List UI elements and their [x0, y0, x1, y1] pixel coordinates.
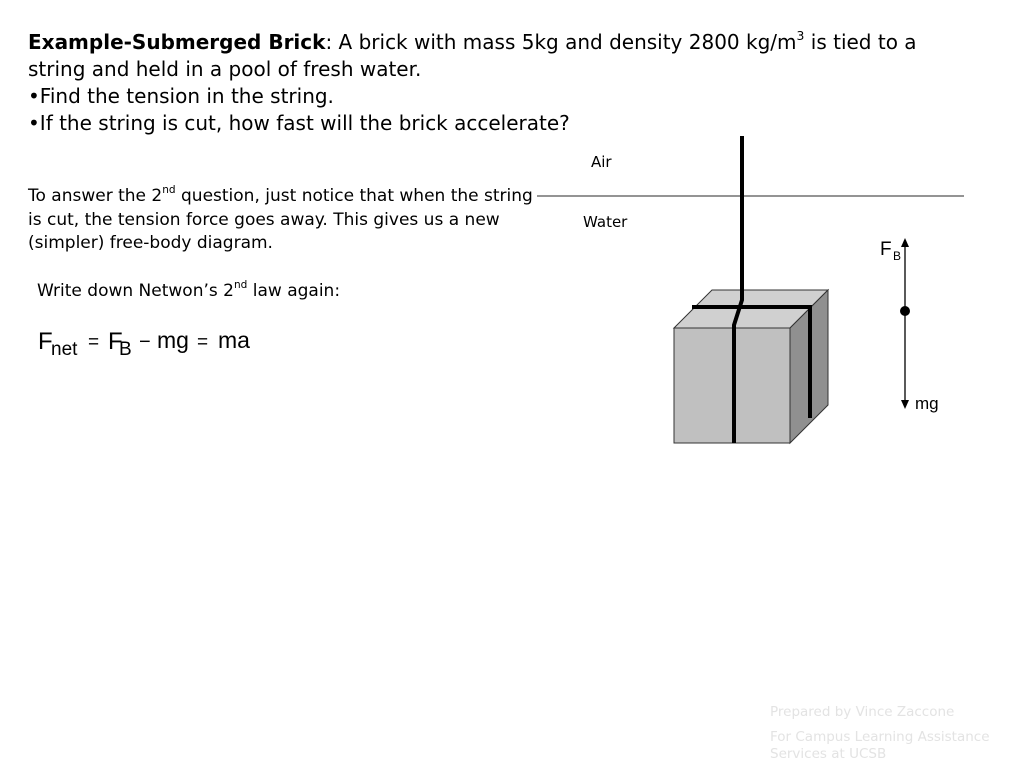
- weight-force-arrowhead: [901, 400, 909, 409]
- brick: [672, 288, 830, 445]
- statement-superscript: 3: [796, 28, 805, 44]
- eq-minus: −: [139, 331, 151, 353]
- problem-title: Example-Submerged Brick: [28, 30, 326, 54]
- explanation-text: To answer the 2nd question, just notice …: [28, 185, 548, 256]
- explanation-pre: To answer the 2: [28, 186, 163, 206]
- instruction-post: law again:: [247, 281, 341, 301]
- eq-mg: mg: [157, 327, 189, 353]
- eq-ma: ma: [218, 327, 250, 353]
- instruction-pre: Write down Netwon’s 2: [37, 281, 234, 301]
- body-point: [900, 306, 910, 316]
- free-body-diagram: F B mg: [880, 238, 939, 413]
- buoyant-force-label: F: [880, 239, 892, 260]
- explanation-post: question, just notice that when the stri…: [28, 186, 533, 253]
- instruction-text: Write down Netwon’s 2nd law again:: [37, 280, 340, 303]
- eq-equals-2: =: [197, 332, 208, 353]
- instruction-superscript: nd: [233, 279, 248, 292]
- footer-organization: For Campus Learning Assistance Services …: [770, 729, 990, 762]
- string: [692, 136, 812, 443]
- footer: Prepared by Vince Zaccone For Campus Lea…: [770, 704, 1020, 771]
- problem-statement: Example-Submerged Brick: A brick with ma…: [28, 29, 978, 83]
- eq-f-b: F: [108, 328, 123, 355]
- bullet-tension: •Find the tension in the string.: [28, 84, 334, 108]
- newton-second-law-equation: F net = F B − mg = ma: [38, 327, 250, 360]
- explanation-superscript: nd: [162, 184, 176, 197]
- eq-equals-1: =: [88, 332, 99, 353]
- eq-f-net: F: [38, 328, 53, 355]
- statement-text-post: is tied to a string and held in a pool o…: [28, 30, 917, 81]
- water-label: Water: [583, 213, 628, 231]
- footer-prepared-by: Prepared by Vince Zaccone: [770, 704, 955, 720]
- bullet-acceleration: •If the string is cut, how fast will the…: [28, 111, 570, 135]
- air-label: Air: [591, 153, 612, 171]
- statement-text-pre: : A brick with mass 5kg and density 2800…: [325, 30, 797, 54]
- weight-force-label: mg: [915, 394, 939, 413]
- eq-b-subscript: B: [119, 339, 132, 360]
- eq-net-subscript: net: [51, 339, 78, 360]
- buoyant-force-subscript: B: [893, 249, 901, 263]
- buoyant-force-arrowhead: [901, 238, 909, 247]
